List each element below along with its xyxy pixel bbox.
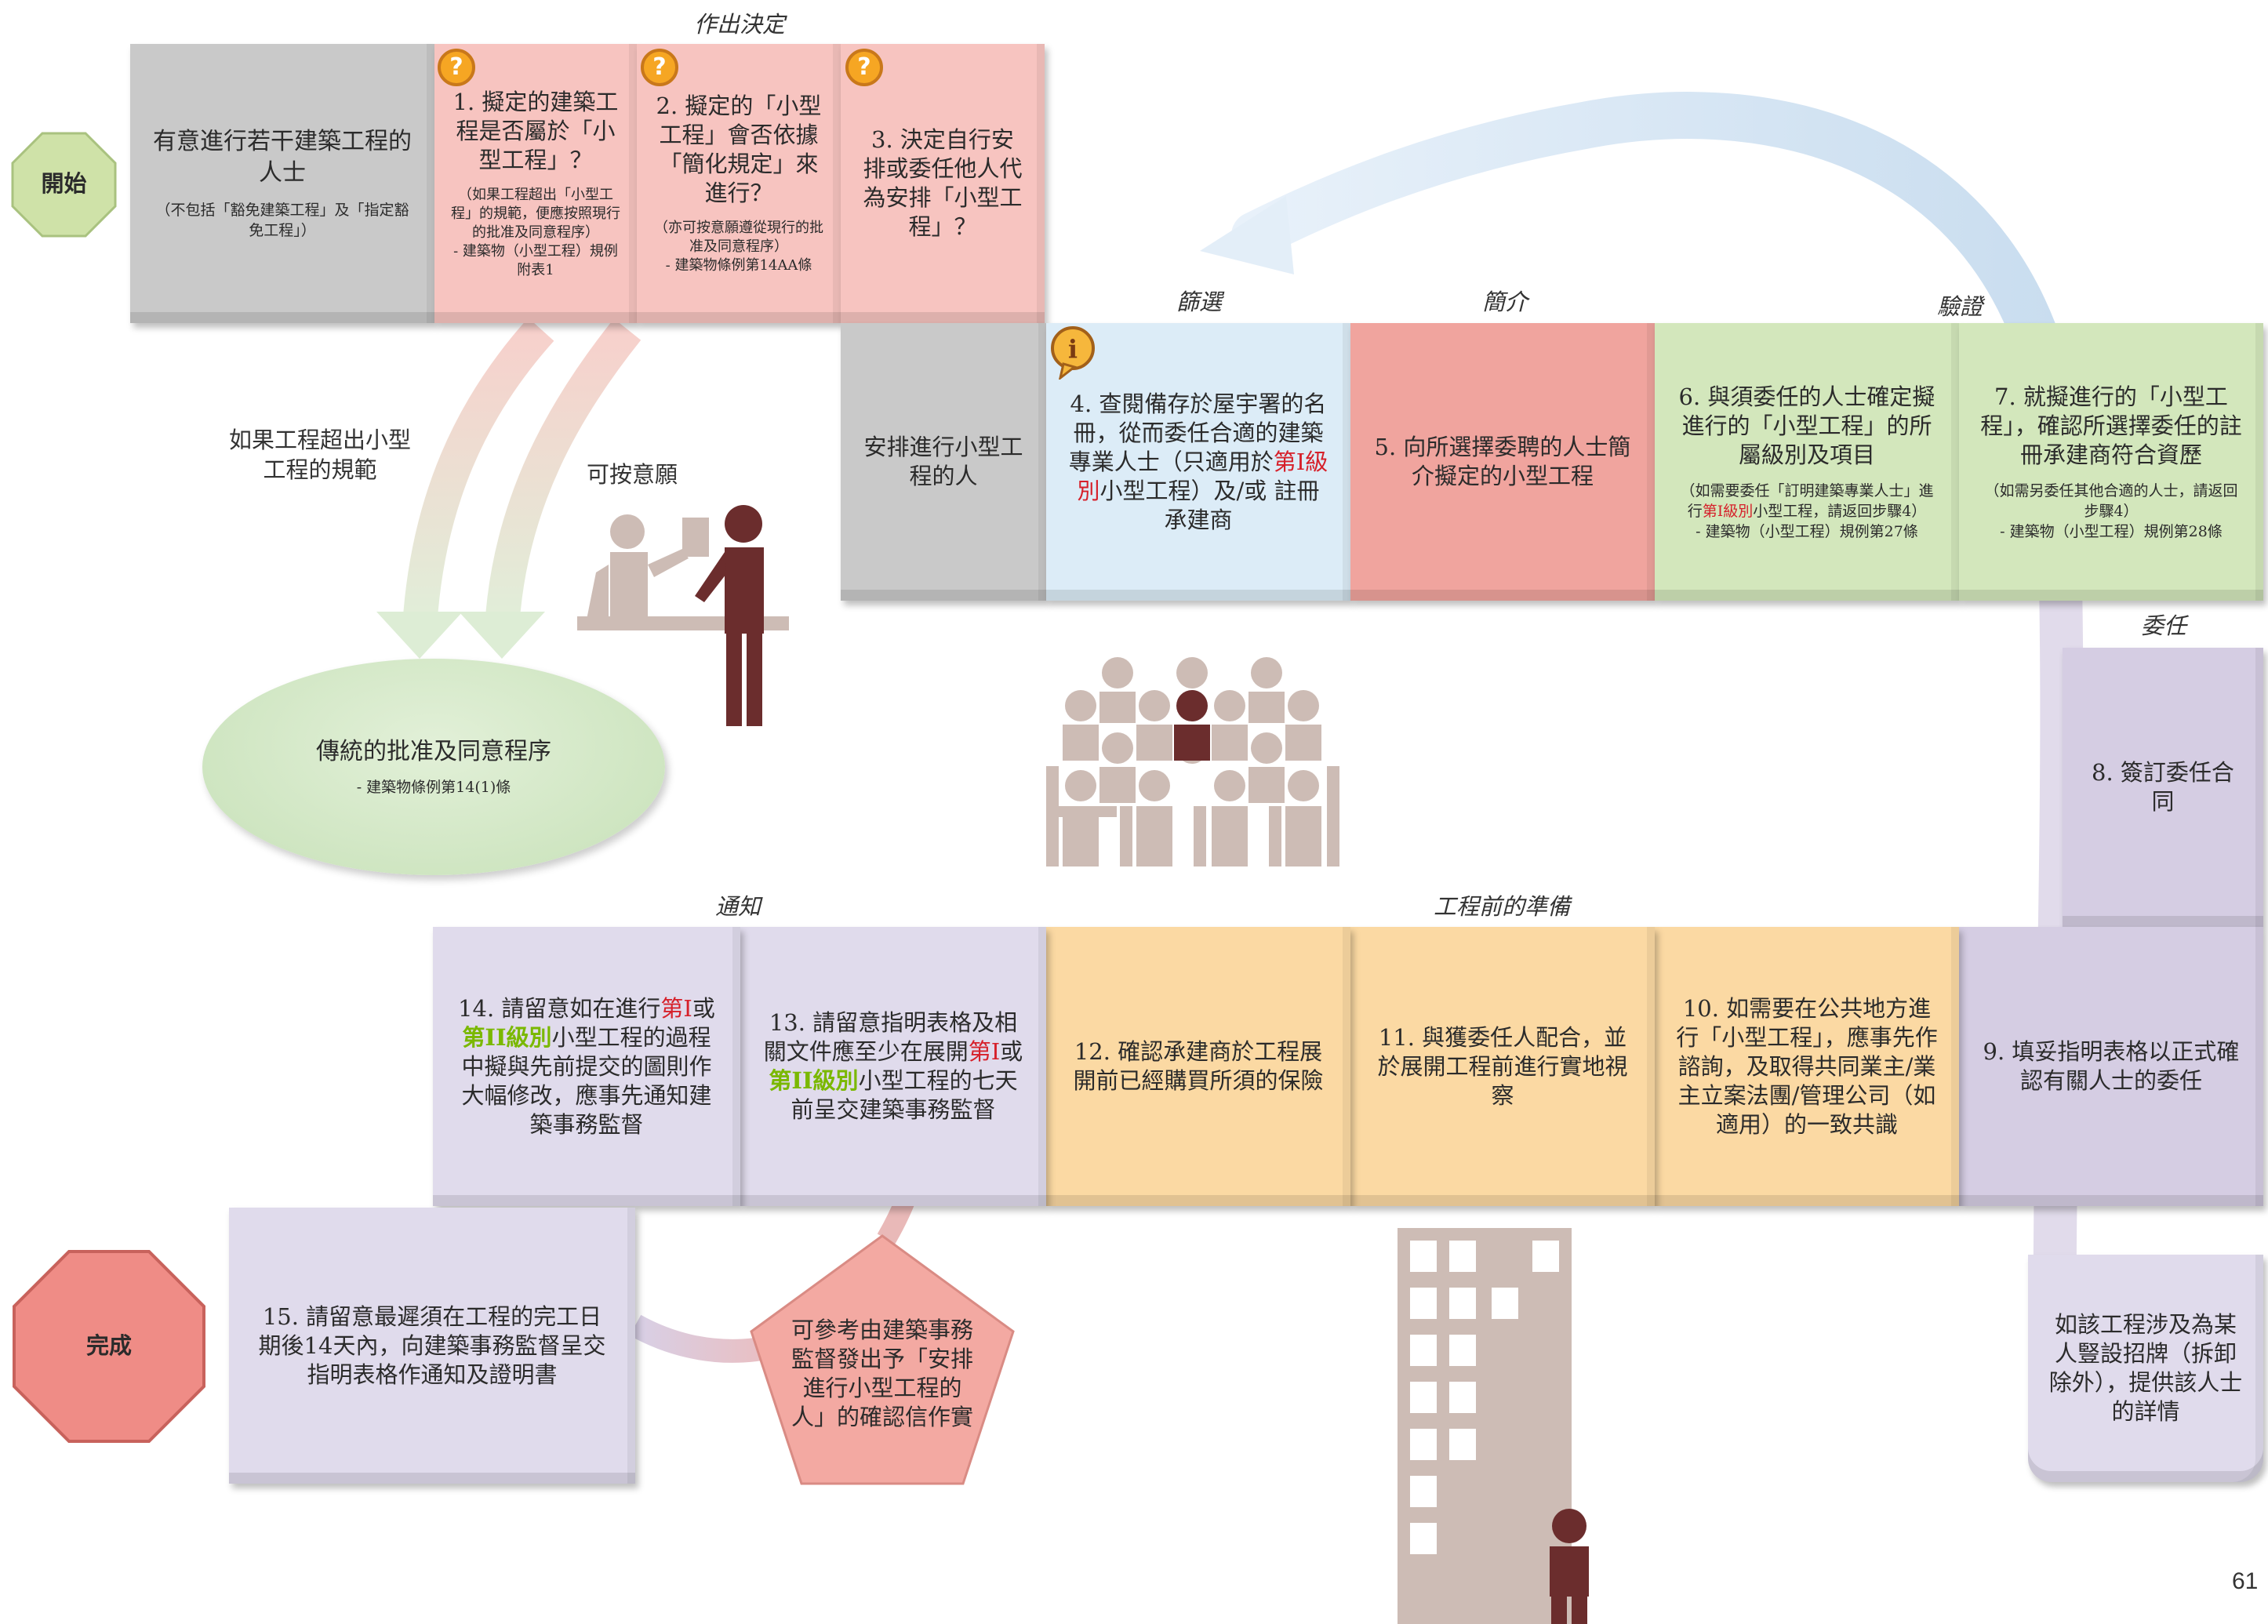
step11-text: 11. 與獲委任人配合，並於展開工程前進行實地視察 xyxy=(1377,1023,1628,1109)
building-illustration xyxy=(1398,1228,1589,1624)
step5-text: 5. 向所選擇委聘的人士簡介擬定的小型工程 xyxy=(1374,434,1631,489)
step7-note: （如需另委任其他合適的人士，請返回步驟4） - 建築物（小型工程）規例第28條 xyxy=(1984,481,2238,540)
pentagon-text: 可參考由建築事務監督發出予「安排進行小型工程的人」的確認信作實 xyxy=(791,1317,973,1430)
step6-box: 6. 與須委任的人士確定擬進行的「小型工程」的所屬級別及項目 （如需要委任「訂明… xyxy=(1655,323,1959,601)
step9-box: 9. 填妥指明表格以正式確認有關人士的委任 xyxy=(1959,927,2263,1206)
arranger-box: 安排進行小型工程的人 xyxy=(841,323,1046,601)
step4-box: 4. 查閱備存於屋宇署的名冊，從而委任合適的建築專業人士（只適用於第I級別小型工… xyxy=(1046,323,1350,601)
step13-a: 13. 請留意指明表格及相關文件應至少在展開 xyxy=(763,1009,1018,1065)
step1-note: （如果工程超出「小型工程」的規範，便應按照現行的批准及同意程序） - 建築物（小… xyxy=(451,186,620,278)
step2-box: 2. 擬定的「小型工程」會否依據「簡化規定」來進行？ （亦可按意願遵從現行的批准… xyxy=(637,44,841,323)
step13-green: 第II級別 xyxy=(769,1067,859,1094)
step8-text: 8. 簽訂委任合同 xyxy=(2092,759,2234,815)
step13-b: 或 xyxy=(1000,1038,1023,1065)
intro-note: （不包括「豁免建築工程」及「指定豁免工程」） xyxy=(155,202,409,239)
step12-box: 12. 確認承建商於工程展開前已經購買所須的保險 xyxy=(1046,927,1350,1206)
step9-text: 9. 填妥指明表格以正式確認有關人士的委任 xyxy=(1983,1038,2240,1094)
section-prep: 工程前的準備 xyxy=(1434,893,1571,920)
step14-text: 14. 請留意如在進行第I或第II級別小型工程的過程中擬與先前提交的圖則作大幅修… xyxy=(453,994,720,1139)
step13-red: 第I xyxy=(968,1038,1001,1065)
return-arrowhead xyxy=(1200,196,1294,274)
step8-box: 8. 簽訂委任合同 xyxy=(2063,648,2263,927)
audience-illustration xyxy=(1046,657,1339,866)
section-verify: 驗證 xyxy=(1937,293,1983,320)
step3-box: 3. 決定自行安排或委任他人代為安排「小型工程」？ xyxy=(841,44,1045,323)
question-icon: ? xyxy=(438,49,475,86)
finish-label: 完成 xyxy=(85,1332,132,1359)
page-number: 61 xyxy=(2232,1568,2259,1594)
step6-note-c: - 建築物（小型工程）規例第27條 xyxy=(1696,522,1918,540)
step13-box: 13. 請留意指明表格及相關文件應至少在展開第I或第II級別小型工程的七天前呈交… xyxy=(740,927,1046,1206)
confirmation-pentagon: 可參考由建築事務監督發出予「安排進行小型工程的人」的確認信作實 xyxy=(745,1231,1020,1490)
step7-box: 7. 就擬進行的「小型工程」，確認所選擇委任的註冊承建商符合資歷 （如需另委任其… xyxy=(1959,323,2263,601)
step6-note-b: 小型工程，請返回步驟4） xyxy=(1753,502,1927,520)
traditional-procedure: 傳統的批准及同意程序 - 建築物條例第14(1)條 xyxy=(202,659,665,875)
section-briefing: 簡介 xyxy=(1482,289,1528,315)
step15-text: 15. 請留意最遲須在工程的完工日期後14天內，向建築事務監督呈交指明表格作通知… xyxy=(258,1302,606,1388)
return-arrow xyxy=(1231,92,2078,431)
step14-box: 14. 請留意如在進行第I或第II級別小型工程的過程中擬與先前提交的圖則作大幅修… xyxy=(433,927,740,1206)
step4-text: 4. 查閱備存於屋宇署的名冊，從而委任合適的建築專業人士（只適用於第I級別小型工… xyxy=(1067,390,1330,535)
step3-title: 3. 決定自行安排或委任他人代為安排「小型工程」？ xyxy=(863,126,1023,240)
signboard-box: 如該工程涉及為某人豎設招牌（拆卸除外），提供該人士的詳情 xyxy=(2028,1255,2263,1482)
step14-b: 或 xyxy=(692,994,715,1022)
label-optional: 可按意願 xyxy=(586,461,678,488)
step4-text-b: 小型工程）及/或 註冊承建商 xyxy=(1099,477,1320,533)
traditional-title: 傳統的批准及同意程序 xyxy=(316,737,551,765)
step14-green: 第II級別 xyxy=(462,1023,552,1051)
step6-note-red: 第I級別 xyxy=(1702,502,1754,520)
step1-title: 1. 擬定的建築工程是否屬於「小型工程」？ xyxy=(453,88,619,173)
step14-red: 第I xyxy=(660,994,692,1022)
info-icon: i xyxy=(1051,326,1095,380)
svg-text:i: i xyxy=(1068,334,1078,364)
step4-red: 第I級別 xyxy=(1077,448,1328,504)
step11-box: 11. 與獲委任人配合，並於展開工程前進行實地視察 xyxy=(1350,927,1655,1206)
signboard-text: 如該工程涉及為某人豎設招牌（拆卸除外），提供該人士的詳情 xyxy=(2048,1311,2243,1425)
section-decide: 作出決定 xyxy=(694,11,786,38)
step7-title: 7. 就擬進行的「小型工程」，確認所選擇委任的註冊承建商符合資歷 xyxy=(1980,383,2242,468)
start-octagon-icon xyxy=(11,132,117,238)
traditional-note: - 建築物條例第14(1)條 xyxy=(356,778,511,796)
section-appoint: 委任 xyxy=(2141,612,2187,639)
step13-text: 13. 請留意指明表格及相關文件應至少在展開第I或第II級別小型工程的七天前呈交… xyxy=(761,1008,1026,1124)
step12-text: 12. 確認承建商於工程展開前已經購買所須的保險 xyxy=(1073,1038,1324,1094)
counter-illustration xyxy=(577,505,789,726)
section-notify: 通知 xyxy=(715,893,761,920)
step14-a: 14. 請留意如在進行 xyxy=(458,994,661,1022)
step4-text-a: 4. 查閱備存於屋宇署的名冊，從而委任合適的建築專業人士（只適用於 xyxy=(1068,390,1327,475)
start-label: 開始 xyxy=(41,170,87,197)
step10-text: 10. 如需要在公共地方進行「小型工程」，應事先作諮詢，及取得共同業主/業主立案… xyxy=(1676,994,1938,1138)
step15-box: 15. 請留意最遲須在工程的完工日期後14天內，向建築事務監督呈交指明表格作通知… xyxy=(229,1208,635,1484)
step6-note: （如需要委任「訂明建築專業人士」進行第I級別小型工程，請返回步驟4） - 建築物… xyxy=(1675,481,1939,542)
step1-box: 1. 擬定的建築工程是否屬於「小型工程」？ （如果工程超出「小型工程」的規範，便… xyxy=(434,44,637,323)
arranger-label: 安排進行小型工程的人 xyxy=(863,434,1023,489)
finish-node: 完成 xyxy=(11,1248,207,1444)
step2-title: 2. 擬定的「小型工程」會否依據「簡化規定」來進行？ xyxy=(656,93,822,206)
start-node: 開始 xyxy=(11,132,117,238)
step13-c: 小型工程的七天前呈交建築事務監督 xyxy=(791,1067,1018,1123)
step5-box: 5. 向所選擇委聘的人士簡介擬定的小型工程 xyxy=(1350,323,1655,601)
question-icon: ? xyxy=(845,49,883,86)
finish-octagon-icon xyxy=(13,1250,205,1443)
step10-box: 10. 如需要在公共地方進行「小型工程」，應事先作諮詢，及取得共同業主/業主立案… xyxy=(1655,927,1959,1206)
pentagon-shape xyxy=(750,1234,1015,1485)
intro-title: 有意進行若干建築工程的人士 xyxy=(153,128,412,187)
step2-note: （亦可按意願遵從現行的批准及同意程序） - 建築物條例第14AA條 xyxy=(654,220,823,274)
step6-title: 6. 與須委任的人士確定擬進行的「小型工程」的所屬級別及項目 xyxy=(1678,383,1935,468)
step6-note-a: （如需要委任「訂明建築專業人士」進行 xyxy=(1680,481,1934,520)
question-icon: ? xyxy=(641,49,678,86)
step14-c: 小型工程的過程中擬與先前提交的圖則作大幅修改，應事先通知建築事務監督 xyxy=(461,1023,712,1138)
intro-box: 有意進行若干建築工程的人士 （不包括「豁免建築工程」及「指定豁免工程」） xyxy=(130,44,434,323)
section-screening: 篩選 xyxy=(1176,289,1223,315)
label-exceed: 如果工程超出小型工程的規範 xyxy=(228,427,411,483)
